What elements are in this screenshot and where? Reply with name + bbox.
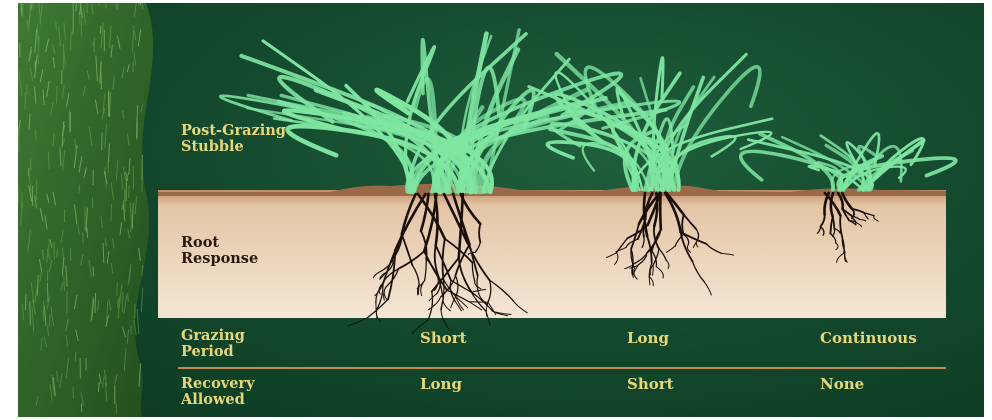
recovery-none: None: [820, 375, 864, 393]
grazing-period-long: Long: [627, 329, 669, 347]
grazing-period-short: Short: [420, 329, 467, 347]
grazing-period-continuous: Continuous: [820, 329, 917, 347]
grass-plant-3: [741, 133, 956, 190]
grass-plant-1: [220, 30, 679, 192]
recovery-long: Long: [420, 375, 462, 393]
stubble-label: Post-Grazing Stubble: [181, 123, 286, 155]
root-label-line1: Root: [181, 235, 258, 251]
grazing-label-line2: Period: [181, 344, 245, 360]
soil-block: [158, 190, 946, 318]
root-label: Root Response: [181, 235, 258, 267]
grass-plant-2: [529, 54, 772, 190]
recovery-label-line1: Recovery: [181, 376, 255, 392]
grazing-label-line1: Grazing: [181, 328, 245, 344]
recovery-short: Short: [627, 375, 674, 393]
table-divider: [178, 367, 946, 369]
stubble-label-line1: Post-Grazing: [181, 123, 286, 139]
root-label-line2: Response: [181, 251, 258, 267]
recovery-label: Recovery Allowed: [181, 376, 255, 408]
stubble-label-line2: Stubble: [181, 139, 286, 155]
grazing-period-label: Grazing Period: [181, 328, 245, 360]
recovery-label-line2: Allowed: [181, 392, 255, 408]
